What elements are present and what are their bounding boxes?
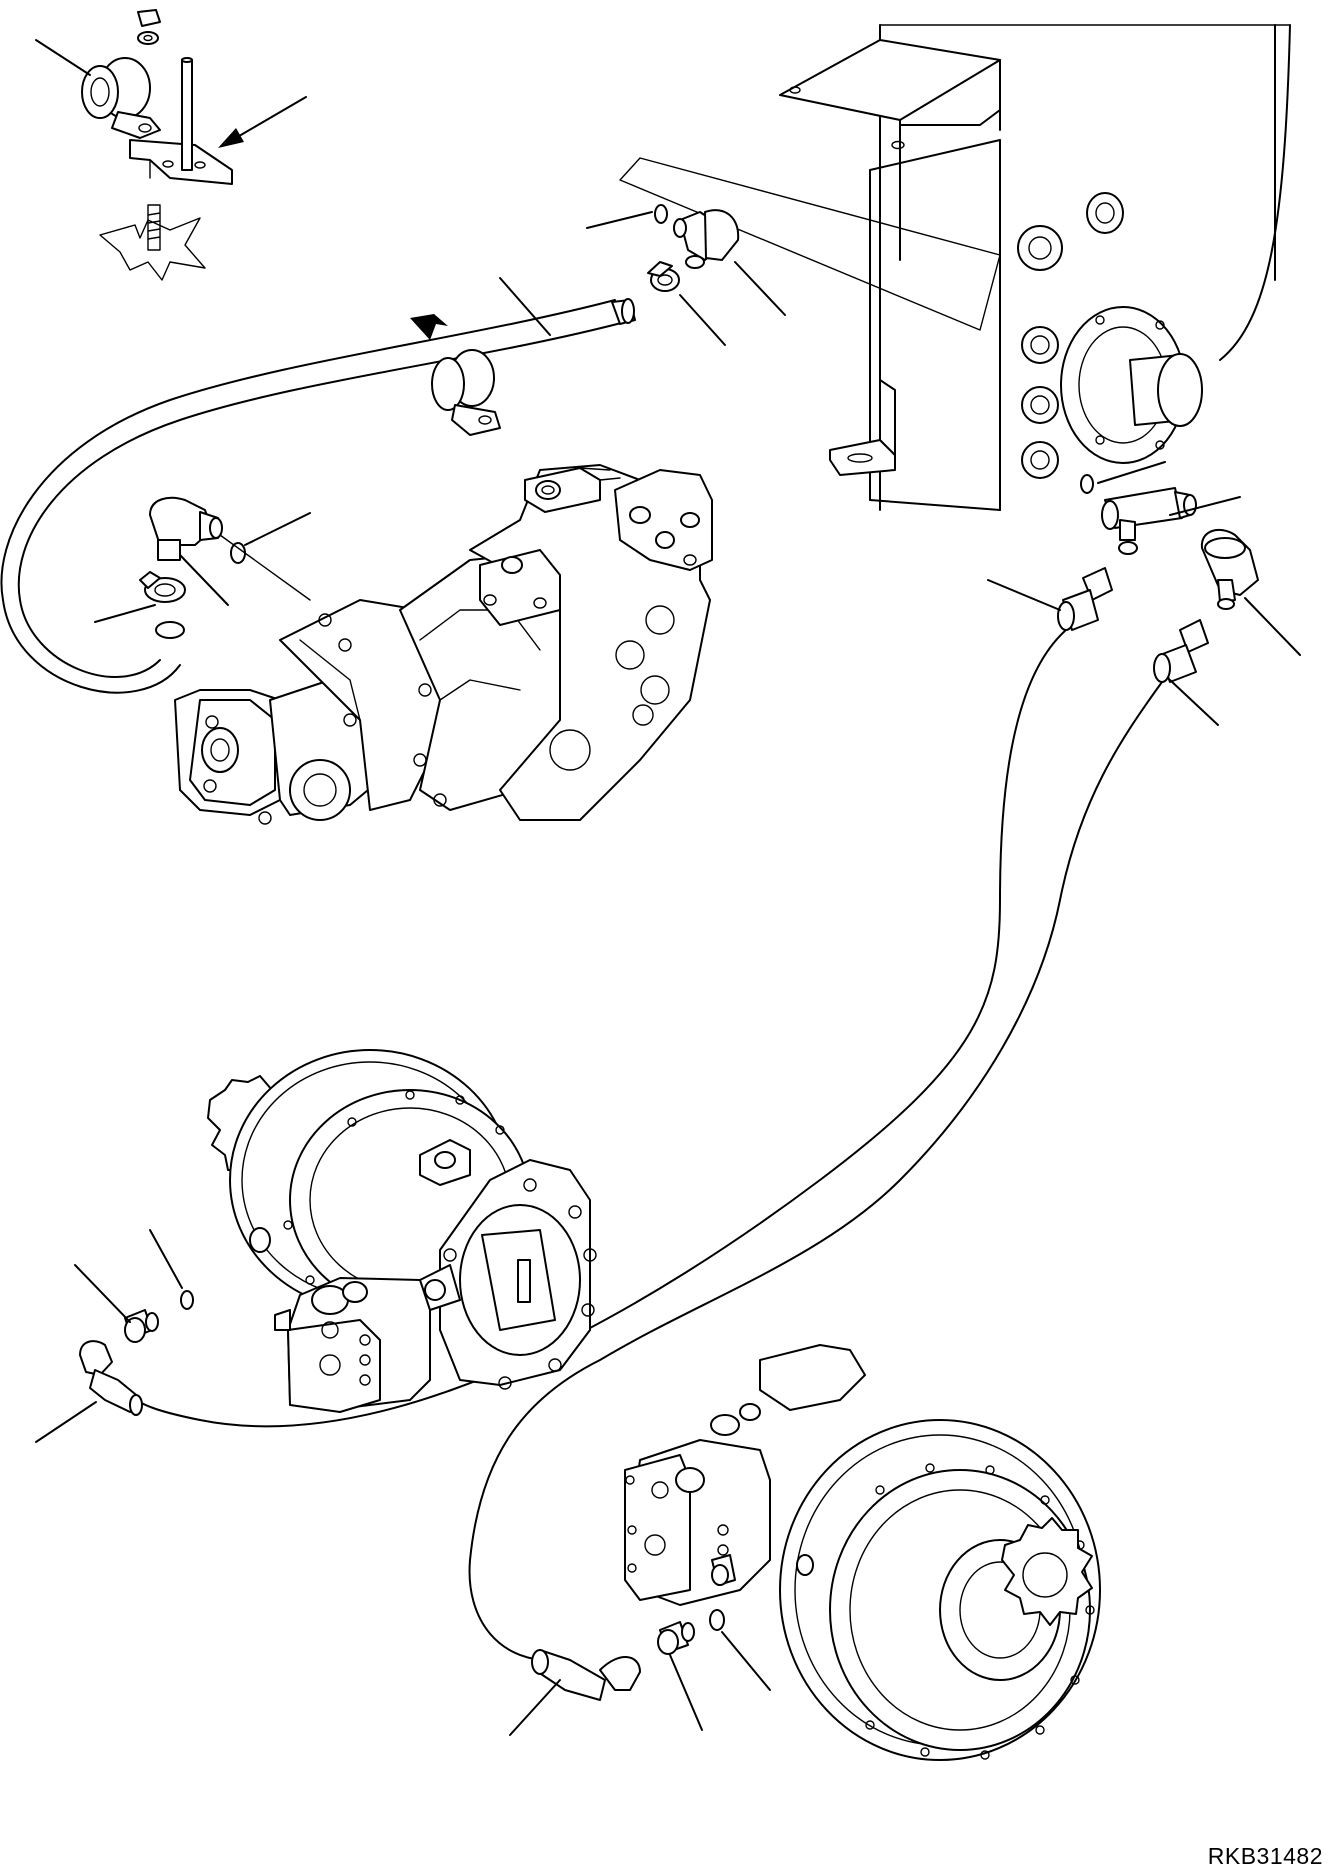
leader-line (1170, 680, 1218, 725)
frame-break-symbol (100, 218, 205, 280)
leader-line (1098, 462, 1165, 483)
port-side-2 (1022, 387, 1058, 423)
suction-flange (1061, 307, 1202, 463)
leader-line (670, 1655, 702, 1730)
port-side-1 (1022, 327, 1058, 363)
leader-line (722, 1632, 770, 1690)
port-side-3 (1022, 442, 1058, 478)
tee-fitting-assembly (988, 462, 1300, 725)
leader-line (680, 295, 725, 345)
clamp-icon (140, 572, 185, 602)
long-drain-hose-left (130, 630, 1066, 1426)
leader-line (36, 40, 90, 75)
mounting-foot (830, 380, 895, 475)
arrow-pointer-icon (218, 97, 306, 148)
travel-motor-left (208, 1050, 596, 1412)
phantom-line (220, 535, 310, 600)
phantom-line (620, 158, 1000, 330)
nut-icon (138, 10, 160, 44)
leader-line (245, 513, 310, 545)
leader-line (735, 262, 785, 315)
arrow-pointer-icon (410, 314, 448, 340)
o-ring-icon (1081, 475, 1093, 493)
connector-fitting (125, 1310, 158, 1342)
elbow-fitting-icon (1202, 530, 1258, 609)
o-ring-icon (181, 1291, 193, 1309)
leader-line (95, 605, 155, 622)
leader-line (510, 1680, 560, 1735)
leader-line (500, 278, 550, 335)
o-ring-icon (710, 1610, 724, 1630)
clamp-icon (82, 58, 160, 138)
bolt-icon (148, 205, 160, 250)
hose-end (156, 622, 184, 638)
bracket-plate (130, 58, 232, 184)
hose-fitting-left (1058, 568, 1112, 630)
leader-line (75, 1265, 130, 1322)
pump-elbow-assembly (95, 498, 310, 638)
hydraulic-pump (175, 465, 712, 824)
clamp-detail (36, 10, 306, 280)
leader-line (1245, 598, 1300, 655)
drain-hose-upper (1, 278, 635, 693)
connector-fitting (658, 1622, 694, 1654)
elbow-fitting-icon (674, 210, 738, 268)
leader-line (36, 1402, 96, 1442)
elbow-fitting-icon (532, 1650, 640, 1700)
o-ring-icon (655, 205, 667, 223)
hose-fitting-right (1154, 620, 1208, 682)
o-ring-icon (231, 543, 245, 563)
tank-elbow-assembly (587, 205, 785, 345)
tee-fitting-icon (1102, 488, 1196, 554)
drawing-reference-code: RKB31482 (1207, 1843, 1323, 1869)
motor-right-fittings (510, 1610, 770, 1735)
motor-left-fittings (36, 1230, 193, 1442)
port-upper-2 (1087, 193, 1123, 233)
leader-line (587, 212, 652, 228)
leader-line (988, 580, 1060, 610)
elbow-fitting-icon (80, 1341, 142, 1415)
leader-line (180, 555, 228, 605)
long-drain-hose-right (470, 682, 1162, 1660)
travel-motor-right (625, 1345, 1100, 1760)
clamp-icon (648, 262, 679, 291)
elbow-fitting-icon (150, 498, 222, 560)
leader-line (150, 1230, 182, 1288)
hydraulic-tank (620, 25, 1290, 510)
clamp-icon (432, 350, 500, 435)
leader-line (1170, 497, 1240, 515)
port-upper-1 (1018, 226, 1062, 270)
